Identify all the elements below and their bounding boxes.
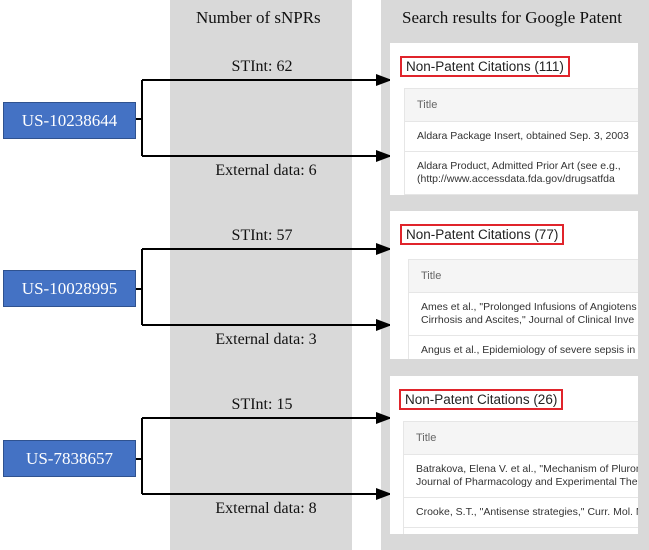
external-label-2: External data: 3 [215, 331, 317, 348]
table-row-partial[interactable] [404, 528, 638, 534]
table-row[interactable]: Batrakova, Elena V. et al., "Mechanism o… [404, 455, 638, 498]
arrow-group-2 [136, 248, 390, 326]
citations-card-1: Non-Patent Citations (111) Title Aldara … [390, 43, 638, 195]
table-row[interactable]: Aldara Package Insert, obtained Sep. 3, … [405, 122, 638, 152]
citations-heading-2: Non-Patent Citations (77) [400, 224, 565, 245]
citations-card-3: Non-Patent Citations (26) Title Batrakov… [390, 376, 638, 534]
citations-table-1: Title Aldara Package Insert, obtained Se… [404, 88, 638, 195]
citations-card-2: Non-Patent Citations (77) Title Ames et … [390, 211, 638, 359]
citations-heading-3: Non-Patent Citations (26) [399, 389, 564, 410]
search-results-header: Search results for Google Patent [402, 8, 622, 27]
table-row[interactable]: Angus et al., Epidemiology of severe sep… [409, 336, 638, 359]
arrow-group-3 [136, 417, 390, 495]
snpr-column-header: Number of sNPRs [196, 8, 321, 27]
table-header: Title [409, 260, 638, 293]
citations-table-2: Title Ames et al., "Prolonged Infusions … [408, 259, 638, 359]
table-header: Title [404, 422, 638, 455]
external-label-3: External data: 8 [215, 500, 317, 517]
table-row[interactable]: Crooke, S.T., "Antisense strategies," Cu… [404, 498, 638, 528]
patent-box-3: US-7838657 [3, 440, 136, 477]
table-header: Title [405, 89, 638, 122]
stint-label-2: STInt: 57 [231, 227, 293, 244]
stint-label-3: STInt: 15 [231, 396, 293, 413]
citations-table-3: Title Batrakova, Elena V. et al., "Mecha… [403, 421, 638, 534]
table-row[interactable]: Aldara Product, Admitted Prior Art (see … [405, 152, 638, 195]
stint-label-1: STInt: 62 [231, 58, 293, 75]
citations-heading-1: Non-Patent Citations (111) [400, 56, 570, 77]
patent-box-1: US-10238644 [3, 102, 136, 139]
table-row[interactable]: Ames et al., "Prolonged Infusions of Ang… [409, 293, 638, 336]
arrow-group-1 [136, 79, 390, 157]
snpr-column [170, 0, 352, 550]
external-label-1: External data: 6 [215, 162, 317, 179]
patent-box-2: US-10028995 [3, 270, 136, 307]
